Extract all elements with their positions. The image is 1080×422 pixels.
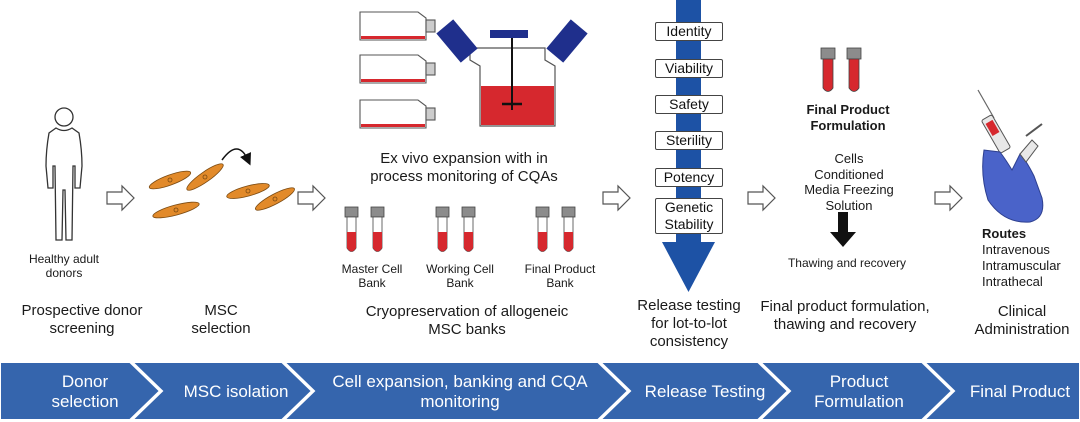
culture-flasks-icon <box>359 11 436 129</box>
test-viability: Viability <box>655 59 723 78</box>
test-identity: Identity <box>655 22 723 41</box>
test-potency: Potency <box>655 168 723 187</box>
flask-icon <box>359 11 436 41</box>
donor-caption: Prospective donor screening <box>21 302 143 337</box>
chevron-final-product <box>921 361 1080 421</box>
route-intramuscular: Intramuscular <box>982 258 1061 273</box>
bioreactor-icon <box>436 19 588 127</box>
msc-cells-icon <box>148 163 295 219</box>
tube-icon <box>846 47 862 92</box>
chevron-donor-selection <box>0 361 162 421</box>
banner-label-donor-selection: Donor selection <box>51 372 119 411</box>
administration-caption: Clinical Administration <box>974 303 1070 338</box>
formulation-components: Cells Conditioned Media Freezing Solutio… <box>804 151 894 213</box>
arrow-icon <box>747 184 776 212</box>
tube-icon <box>370 206 385 252</box>
flask-icon <box>359 54 436 84</box>
human-donor-icon <box>45 107 83 241</box>
banner-label-msc-isolation: MSC isolation <box>183 382 289 401</box>
banner-label-cell-expansion: Cell expansion, banking and CQA monitori… <box>332 372 588 411</box>
expansion-caption: Cryopreservation of allogeneic MSC banks <box>365 303 569 338</box>
gloved-hand-syringe-icon <box>977 89 1044 223</box>
bank-label-final-product: Final Product Bank <box>524 262 596 291</box>
route-intrathecal: Intrathecal <box>982 274 1043 289</box>
tube-icon <box>435 206 450 252</box>
down-arrow-icon <box>830 212 856 247</box>
stage-arrows <box>106 184 963 212</box>
chevron-msc-isolation <box>129 361 314 421</box>
curved-arrow-icon <box>221 148 251 166</box>
route-intravenous: Intravenous <box>982 242 1050 257</box>
expansion-title: Ex vivo expansion with in process monito… <box>370 150 558 185</box>
tube-icon <box>461 206 476 252</box>
flask-icon <box>359 99 436 129</box>
arrow-icon <box>297 184 326 212</box>
banner-label-release-testing: Release Testing <box>644 382 766 401</box>
banner-label-product-formulation: Product Formulation <box>814 372 904 411</box>
tube-icon <box>820 47 836 92</box>
banner-label-final-product: Final Product <box>969 382 1071 401</box>
release-caption: Release testing for lot-to-lot consisten… <box>637 297 741 350</box>
routes-heading: Routes <box>982 226 1027 241</box>
formulation-tubes-icon <box>820 47 862 92</box>
tube-icon <box>561 206 576 252</box>
bank-label-master: Master Cell Bank <box>341 262 403 291</box>
donor-icon-label: Healthy adult donors <box>28 252 100 281</box>
test-sterility: Sterility <box>655 131 723 150</box>
tube-icon <box>535 206 550 252</box>
bank-tubes-icon <box>344 206 576 252</box>
msc-caption: MSC selection <box>191 302 251 337</box>
test-safety: Safety <box>655 95 723 114</box>
arrow-icon <box>106 184 135 212</box>
tube-icon <box>344 206 359 252</box>
arrow-icon <box>934 184 963 212</box>
chevron-product-formulation <box>757 361 954 421</box>
formulation-caption: Final product formulation, thawing and r… <box>760 298 930 333</box>
test-genetic-stability: Genetic Stability <box>655 198 723 234</box>
chevron-banner <box>0 361 1080 421</box>
bank-label-working: Working Cell Bank <box>426 262 494 291</box>
arrow-icon <box>602 184 631 212</box>
chevron-release-testing <box>597 361 790 421</box>
formulation-thawing-label: Thawing and recovery <box>787 256 907 270</box>
formulation-heading: Final Product Formulation <box>806 102 890 133</box>
chevron-cell-expansion <box>281 361 630 421</box>
